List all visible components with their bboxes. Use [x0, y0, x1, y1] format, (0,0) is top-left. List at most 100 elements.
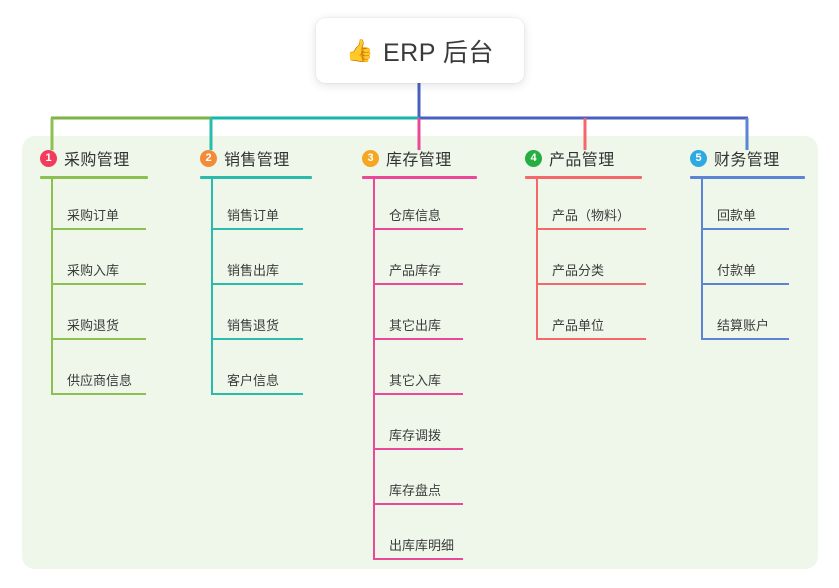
- leaf-node-label: 产品单位: [552, 318, 605, 333]
- leaf-node-underline: [373, 338, 463, 340]
- leaf-node-underline: [211, 283, 303, 285]
- branch-number-badge: 4: [525, 149, 542, 167]
- leaf-node[interactable]: 库存调拨: [362, 399, 477, 454]
- leaf-node-label: 回款单: [717, 208, 757, 223]
- leaf-node-underline: [536, 228, 646, 230]
- branch-number-badge: 5: [690, 149, 707, 167]
- leaf-node[interactable]: 付款单: [690, 234, 805, 289]
- leaf-node-label: 付款单: [717, 263, 757, 278]
- branch-spine-line: [536, 179, 538, 340]
- root-node-title: 👍 ERP 后台: [346, 33, 494, 69]
- branch-item-list: 销售订单销售出库销售退货客户信息: [200, 179, 312, 399]
- leaf-node-label: 其它出库: [389, 318, 442, 333]
- branch-number-badge: 2: [200, 149, 217, 167]
- leaf-node[interactable]: 其它入库: [362, 344, 477, 399]
- leaf-node-underline: [373, 558, 463, 560]
- branch-header-产品管理[interactable]: 4 产品管理: [525, 146, 642, 170]
- leaf-node-underline: [211, 228, 303, 230]
- diagram-background-panel: [22, 136, 818, 569]
- branch-column-产品管理: 4 产品管理产品（物料） 产品分类产品单位: [525, 146, 646, 344]
- leaf-node-underline: [701, 283, 789, 285]
- leaf-node[interactable]: 采购入库: [40, 234, 148, 289]
- leaf-node-underline: [51, 338, 146, 340]
- root-node-label: ERP 后台: [383, 38, 494, 67]
- leaf-node-underline: [373, 448, 463, 450]
- leaf-node-label: 采购入库: [67, 263, 120, 278]
- leaf-node[interactable]: 仓库信息: [362, 179, 477, 234]
- leaf-node-label: 出库库明细: [389, 538, 455, 553]
- leaf-node-underline: [701, 228, 789, 230]
- leaf-node[interactable]: 客户信息: [200, 344, 312, 399]
- root-node-erp-backend[interactable]: 👍 ERP 后台: [316, 18, 524, 83]
- leaf-node-underline: [373, 503, 463, 505]
- leaf-node-underline: [211, 338, 303, 340]
- branch-underline: [362, 176, 477, 179]
- leaf-node-underline: [211, 393, 303, 395]
- branch-underline: [200, 176, 312, 179]
- branch-item-list: 回款单付款单结算账户: [690, 179, 805, 344]
- branch-title-label: 财务管理: [714, 152, 780, 169]
- branch-number-badge: 1: [40, 149, 57, 167]
- leaf-node-label: 产品分类: [552, 263, 605, 278]
- leaf-node-label: 结算账户: [717, 318, 770, 333]
- leaf-node-label: 供应商信息: [67, 373, 133, 388]
- leaf-node[interactable]: 回款单: [690, 179, 805, 234]
- leaf-node-label: 客户信息: [227, 373, 280, 388]
- leaf-node-underline: [536, 338, 646, 340]
- leaf-node-label: 采购订单: [67, 208, 120, 223]
- branch-header-财务管理[interactable]: 5 财务管理: [690, 146, 805, 170]
- leaf-node-underline: [536, 283, 646, 285]
- leaf-node[interactable]: 其它出库: [362, 289, 477, 344]
- leaf-node-label: 采购退货: [67, 318, 120, 333]
- branch-underline: [525, 176, 642, 179]
- branch-column-财务管理: 5 财务管理回款单付款单结算账户: [690, 146, 805, 344]
- branch-title-label: 销售管理: [224, 152, 290, 169]
- leaf-node-label: 销售订单: [227, 208, 280, 223]
- leaf-node-underline: [51, 228, 146, 230]
- leaf-node[interactable]: 销售订单: [200, 179, 312, 234]
- leaf-node-underline: [51, 393, 146, 395]
- leaf-node[interactable]: 产品（物料）: [525, 179, 646, 234]
- leaf-node-label: 销售出库: [227, 263, 280, 278]
- branch-item-list: 仓库信息产品库存其它出库其它入库库存调拨库存盘点出库库明细: [362, 179, 477, 564]
- leaf-node[interactable]: 销售退货: [200, 289, 312, 344]
- leaf-node-underline: [373, 228, 463, 230]
- leaf-node[interactable]: 结算账户: [690, 289, 805, 344]
- leaf-node-label: 产品库存: [389, 263, 442, 278]
- leaf-node[interactable]: 采购退货: [40, 289, 148, 344]
- leaf-node[interactable]: 销售出库: [200, 234, 312, 289]
- thumbs-up-icon: 👍: [346, 37, 374, 63]
- branch-spine-line: [211, 179, 213, 395]
- leaf-node[interactable]: 产品库存: [362, 234, 477, 289]
- leaf-node[interactable]: 产品单位: [525, 289, 646, 344]
- leaf-node[interactable]: 库存盘点: [362, 454, 477, 509]
- branch-title-label: 产品管理: [549, 152, 615, 169]
- leaf-node-underline: [701, 338, 789, 340]
- leaf-node-underline: [373, 283, 463, 285]
- branch-spine-line: [373, 179, 375, 560]
- branch-title-label: 采购管理: [64, 152, 130, 169]
- branch-underline: [690, 176, 805, 179]
- branch-header-采购管理[interactable]: 1 采购管理: [40, 146, 148, 170]
- branch-column-采购管理: 1 采购管理采购订单采购入库采购退货供应商信息: [40, 146, 148, 399]
- branch-item-list: 产品（物料） 产品分类产品单位: [525, 179, 646, 344]
- leaf-node-label: 产品（物料）: [552, 208, 631, 223]
- branch-spine-line: [701, 179, 703, 340]
- branch-spine-line: [51, 179, 53, 395]
- branch-item-list: 采购订单采购入库采购退货供应商信息: [40, 179, 148, 399]
- leaf-node[interactable]: 供应商信息: [40, 344, 148, 399]
- leaf-node-label: 库存调拨: [389, 428, 442, 443]
- leaf-node-label: 库存盘点: [389, 483, 442, 498]
- branch-number-badge: 3: [362, 149, 379, 167]
- leaf-node[interactable]: 产品分类: [525, 234, 646, 289]
- leaf-node-underline: [51, 283, 146, 285]
- leaf-node[interactable]: 采购订单: [40, 179, 148, 234]
- leaf-node[interactable]: 出库库明细: [362, 509, 477, 564]
- branch-header-销售管理[interactable]: 2 销售管理: [200, 146, 312, 170]
- branch-column-销售管理: 2 销售管理销售订单销售出库销售退货客户信息: [200, 146, 312, 399]
- leaf-node-underline: [373, 393, 463, 395]
